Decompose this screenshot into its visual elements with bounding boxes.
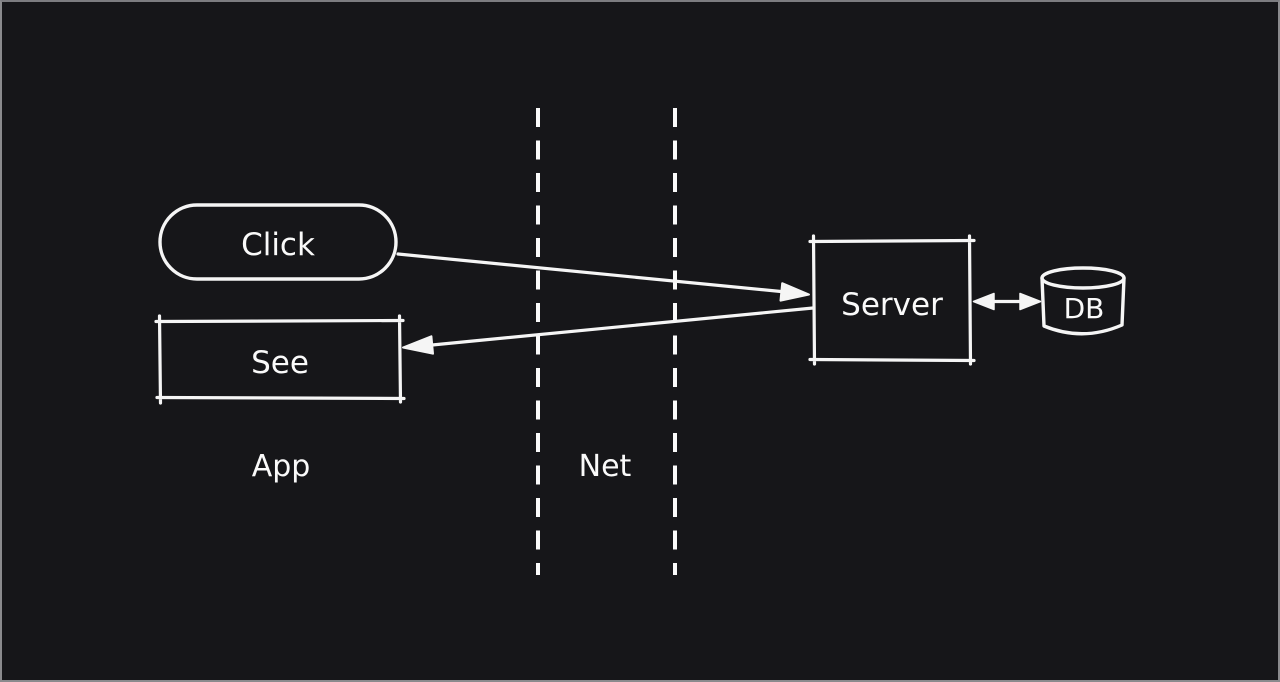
db-shape[interactable] bbox=[1040, 276, 1126, 336]
node-server[interactable]: Server bbox=[808, 234, 976, 366]
server-label: Server bbox=[841, 287, 943, 323]
db-shape-top[interactable] bbox=[1040, 266, 1126, 290]
arrowhead-double-right-icon bbox=[1019, 292, 1042, 311]
node-click[interactable]: Click bbox=[158, 203, 398, 281]
edge-server-to-see[interactable] bbox=[402, 306, 815, 355]
edge-server-to-see-shaft bbox=[425, 306, 815, 348]
edge-click-to-server-shaft bbox=[396, 252, 788, 294]
zone-label-app: App bbox=[252, 449, 311, 484]
arrowhead-double-left-icon bbox=[972, 292, 995, 311]
node-see[interactable]: See bbox=[154, 314, 406, 405]
node-db[interactable]: DB bbox=[1040, 266, 1126, 336]
net-zone-boundaries bbox=[536, 108, 677, 575]
db-label: DB bbox=[1064, 292, 1105, 325]
edge-click-to-server[interactable] bbox=[396, 252, 810, 302]
arrowhead-right-icon bbox=[779, 282, 810, 302]
edge-server-to-db[interactable] bbox=[972, 292, 1042, 311]
zone-label-net: Net bbox=[579, 449, 632, 484]
click-label: Click bbox=[241, 227, 315, 263]
see-label: See bbox=[251, 345, 309, 381]
see-shape[interactable] bbox=[154, 314, 406, 405]
arrowhead-left-icon bbox=[402, 335, 434, 355]
click-shape[interactable] bbox=[158, 203, 398, 281]
server-shape[interactable] bbox=[808, 234, 976, 366]
